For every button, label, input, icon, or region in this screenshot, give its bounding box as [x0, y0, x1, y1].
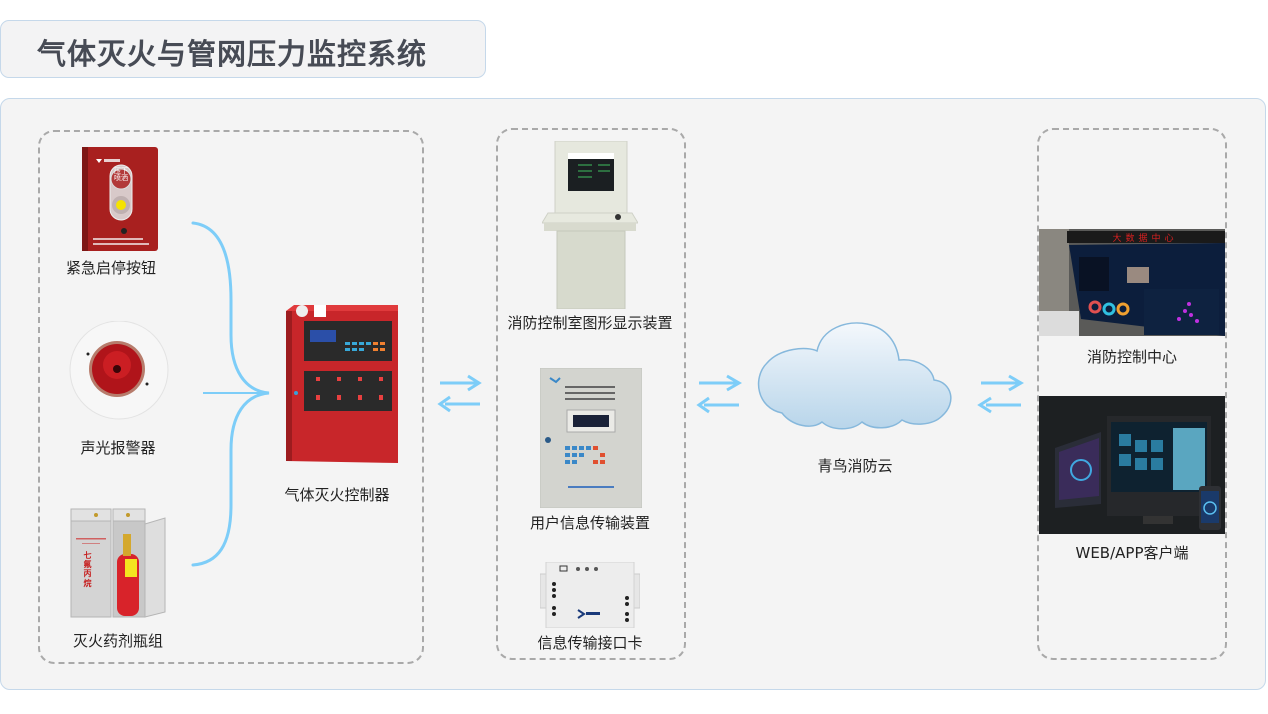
control-center-screen-icon: 大数据中心	[1039, 229, 1225, 336]
interface-card-icon	[540, 562, 640, 628]
label-extinguishing-agent-cylinder: 灭火药剂瓶组	[72, 632, 164, 650]
label-control-center: 消防控制中心	[1086, 348, 1178, 366]
label-interface-card: 信息传输接口卡	[537, 634, 643, 652]
gas-extinguishing-controller-icon	[286, 305, 398, 463]
label-sound-light-alarm: 声光报警器	[80, 439, 156, 457]
control-center-screen-text: 大数据中心	[1112, 232, 1177, 244]
web-app-devices-icon	[1039, 396, 1225, 534]
transmission-group	[496, 128, 686, 660]
cloud-icon	[757, 322, 952, 430]
cylinder-printed-text: 七氟丙烷	[83, 550, 92, 588]
label-web-app-client: WEB/APP客户端	[1075, 544, 1189, 562]
label-cloud: 青鸟消防云	[817, 457, 893, 475]
extinguishing-agent-cylinder-icon	[70, 508, 166, 618]
clients-group	[1037, 128, 1227, 660]
sound-light-alarm-icon	[69, 321, 169, 420]
graphic-display-console-icon	[542, 141, 638, 309]
emergency-stop-button-icon	[82, 147, 158, 251]
emergency-button-printed-text: 压下喷洒	[114, 167, 128, 182]
field-devices-group	[38, 130, 424, 664]
title-banner: 气体灭火与管网压力监控系统	[0, 20, 486, 78]
label-emergency-stop-button: 紧急启停按钮	[65, 259, 157, 277]
label-user-info-transmission-device: 用户信息传输装置	[529, 514, 651, 532]
label-graphic-display-console: 消防控制室图形显示装置	[507, 314, 673, 332]
page-title: 气体灭火与管网压力监控系统	[37, 37, 428, 71]
user-info-transmission-device-icon	[540, 368, 642, 508]
label-gas-extinguishing-controller: 气体灭火控制器	[284, 486, 390, 504]
